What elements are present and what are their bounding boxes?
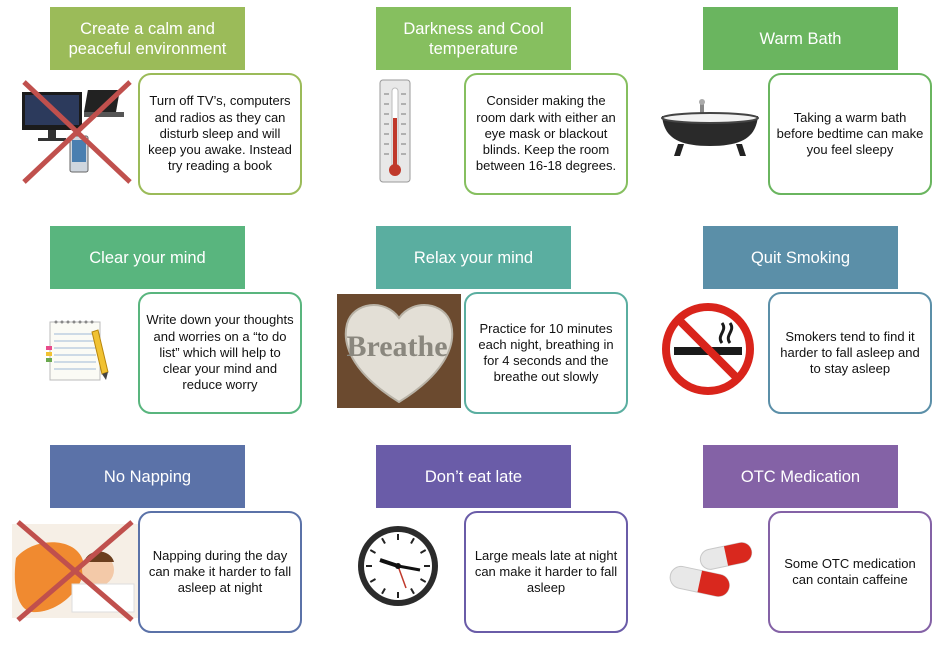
header-no-napping: No Napping (50, 445, 245, 508)
wall-clock-icon (356, 524, 440, 608)
breathe-stone-label: Breathe (346, 330, 447, 363)
header-darkness-temperature: Darkness and Cool temperature (376, 7, 571, 70)
electronics-crossed-icon (18, 78, 138, 186)
breathe-stone-icon: Breathe (337, 294, 461, 408)
tip-card-no-napping: Napping during the day can make it harde… (138, 511, 302, 633)
tip-card-clear-mind: Write down your thoughts and worries on … (138, 292, 302, 414)
header-calm-environment: Create a calm and peaceful environment (50, 7, 245, 70)
napping-crossed-icon (12, 518, 138, 624)
header-relax-mind: Relax your mind (376, 226, 571, 289)
tip-card-otc-medication: Some OTC medication can contain caffeine (768, 511, 932, 633)
notepad-pencil-icon (44, 318, 110, 382)
header-otc-medication: OTC Medication (703, 445, 898, 508)
tip-card-darkness-temperature: Consider making the room dark with eithe… (464, 73, 628, 195)
no-smoking-icon (662, 303, 754, 395)
pills-icon (664, 538, 754, 598)
thermometer-icon (378, 78, 412, 184)
header-warm-bath: Warm Bath (703, 7, 898, 70)
bathtub-icon (660, 96, 760, 160)
tip-card-quit-smoking: Smokers tend to find it harder to fall a… (768, 292, 932, 414)
header-quit-smoking: Quit Smoking (703, 226, 898, 289)
tip-card-relax-mind: Practice for 10 minutes each night, brea… (464, 292, 628, 414)
header-clear-mind: Clear your mind (50, 226, 245, 289)
header-dont-eat-late: Don’t eat late (376, 445, 571, 508)
tip-card-warm-bath: Taking a warm bath before bedtime can ma… (768, 73, 932, 195)
tip-card-dont-eat-late: Large meals late at night can make it ha… (464, 511, 628, 633)
tip-card-calm-environment: Turn off TV’s, computers and radios as t… (138, 73, 302, 195)
